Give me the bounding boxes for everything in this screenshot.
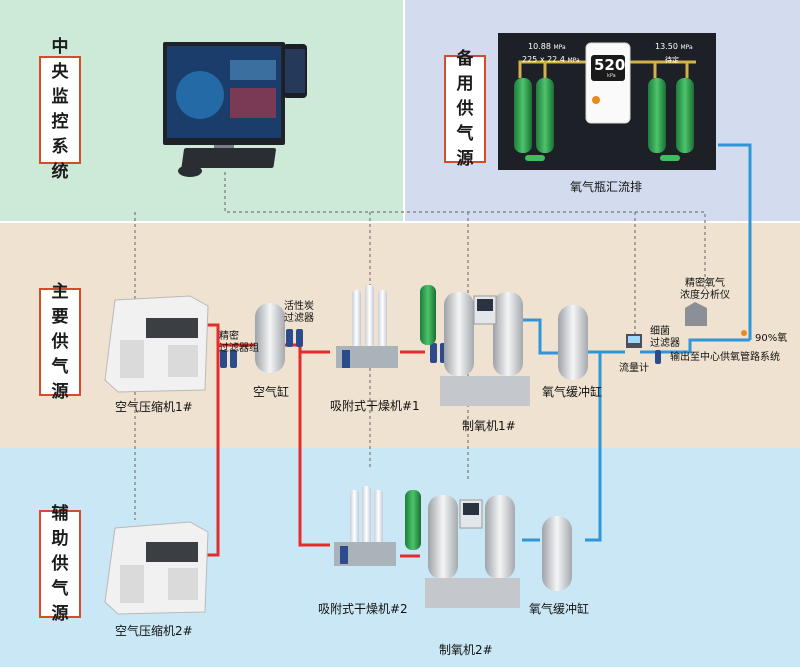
- gauge-unit: MPa: [553, 44, 566, 51]
- label-char: 供: [456, 98, 474, 119]
- dryer1-caption: 吸附式干燥机#1: [330, 399, 420, 413]
- carbon-filter-caption: 活性炭 过滤器: [284, 301, 314, 324]
- label-char: 控: [51, 112, 69, 132]
- buffer-tank-2: [542, 516, 572, 591]
- label-char: 用: [456, 73, 474, 94]
- oxygen-lines: [522, 143, 752, 542]
- output-caption: 输出至中心供氧管路系统: [670, 352, 780, 363]
- air-tank-caption: 空气缸: [253, 385, 290, 399]
- valve: [741, 330, 747, 336]
- left-gauge-reading2: 225 x 22.4 MPa: [522, 54, 580, 67]
- label-char: 源: [456, 148, 474, 169]
- label-char: 源: [51, 381, 69, 402]
- gauge-unit: MPa: [680, 44, 693, 51]
- buffer2-caption: 氧气缓冲缸: [529, 602, 590, 616]
- air-lines: [205, 323, 425, 558]
- label-char: 气: [456, 123, 474, 144]
- label-char: 气: [51, 578, 69, 599]
- center-display-value: 520: [594, 56, 626, 74]
- zone-divider-h: [0, 221, 800, 223]
- label-char: 备: [456, 48, 474, 69]
- main-zone-label: 主 要 供 气 源: [39, 282, 81, 402]
- mouse: [178, 165, 202, 177]
- keyboard: [181, 148, 276, 168]
- backup-caption: 氧气瓶汇流排: [570, 180, 643, 194]
- air-tank: [255, 303, 285, 373]
- generator-1: [420, 285, 530, 406]
- label-char: 监: [51, 87, 69, 107]
- label-char: 系: [51, 137, 69, 157]
- sterile-filter-caption: 细菌 过滤器: [650, 326, 680, 349]
- compressor2-caption: 空气压缩机2#: [115, 624, 193, 638]
- gauge-value: 10.88: [528, 42, 551, 51]
- analyzer-caption: 精密氧气 浓度分析仪: [680, 278, 730, 301]
- label-char: 主: [51, 281, 69, 302]
- computer-monitor: [163, 42, 285, 160]
- right-gauge-pressure: 13.50 MPa: [655, 41, 693, 54]
- label-char: 供: [51, 553, 69, 574]
- generator-2: [405, 490, 520, 608]
- dryer-2: [334, 486, 396, 566]
- label-char: 源: [51, 603, 69, 624]
- compressor-2: [104, 521, 209, 615]
- label-char: 气: [51, 356, 69, 377]
- precision-filter-caption: 精密 过滤器组: [219, 331, 259, 354]
- purity-caption: 90%氧: [755, 333, 788, 344]
- analyzer-body: [685, 302, 707, 326]
- right-gauge-status: 待定: [665, 56, 679, 64]
- label-char: 要: [51, 306, 69, 327]
- flowmeter-caption: 流量计: [619, 363, 649, 374]
- control-zone-label: 中 央 监 控 系 统: [39, 37, 81, 182]
- dryer2-caption: 吸附式干燥机#2: [318, 602, 408, 616]
- generator2-caption: 制氧机2#: [439, 643, 493, 657]
- label-char: 中: [51, 37, 69, 57]
- gauge-unit: MPa: [567, 57, 580, 64]
- dryer-1: [336, 285, 398, 368]
- center-display-unit: kPa: [607, 73, 616, 79]
- label-char: 供: [51, 331, 69, 352]
- backup-zone-label: 备 用 供 气 源: [444, 49, 486, 169]
- compressor-1: [104, 295, 209, 393]
- gauge-value: 13.50: [655, 42, 678, 51]
- aux-zone-label: 辅 助 供 气 源: [39, 504, 81, 624]
- left-gauge-pressure: 10.88 MPa: [528, 41, 566, 54]
- label-char: 辅: [51, 503, 69, 524]
- label-char: 助: [51, 528, 69, 549]
- buffer-tank-1: [558, 305, 588, 380]
- gauge-value: 225 x 22.4: [522, 55, 565, 64]
- label-char: 统: [51, 162, 69, 182]
- zone-divider: [403, 0, 405, 222]
- compressor1-caption: 空气压缩机1#: [115, 400, 193, 414]
- buffer1-caption: 氧气缓冲缸: [542, 385, 603, 399]
- label-char: 央: [51, 62, 69, 82]
- oxygen-cylinders: [514, 60, 696, 161]
- generator1-caption: 制氧机1#: [462, 419, 516, 433]
